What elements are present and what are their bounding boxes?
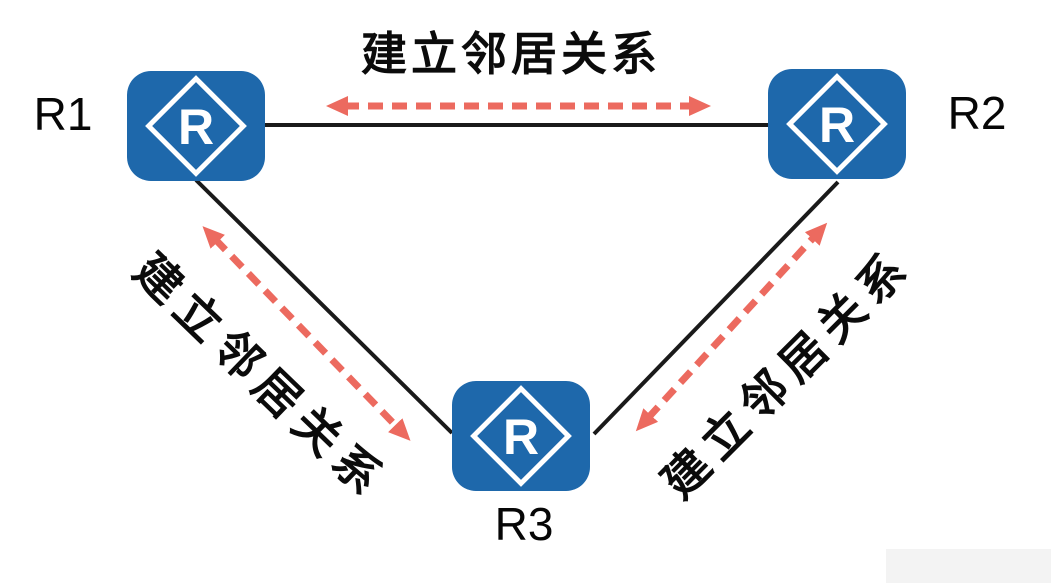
node-label-r2: R2	[947, 87, 1007, 139]
link-line-r1-r3	[194, 178, 454, 435]
router-icon-letter: R	[177, 99, 215, 155]
router-icon-letter: R	[502, 409, 540, 465]
corner-gray-rectangle	[886, 549, 1051, 583]
router-icon-letter: R	[818, 97, 856, 153]
node-label-r1: R1	[33, 88, 93, 140]
router-node-r3: R	[452, 381, 590, 491]
neighbor-arrow-r2-r3	[635, 222, 828, 432]
router-node-r2: R	[768, 69, 906, 179]
router-node-r1: R	[127, 71, 265, 181]
link-label-r1-r2: 建立邻居关系	[361, 28, 661, 80]
neighbor-arrow-r1-r3	[202, 226, 411, 441]
node-label-r3: R3	[494, 498, 554, 550]
